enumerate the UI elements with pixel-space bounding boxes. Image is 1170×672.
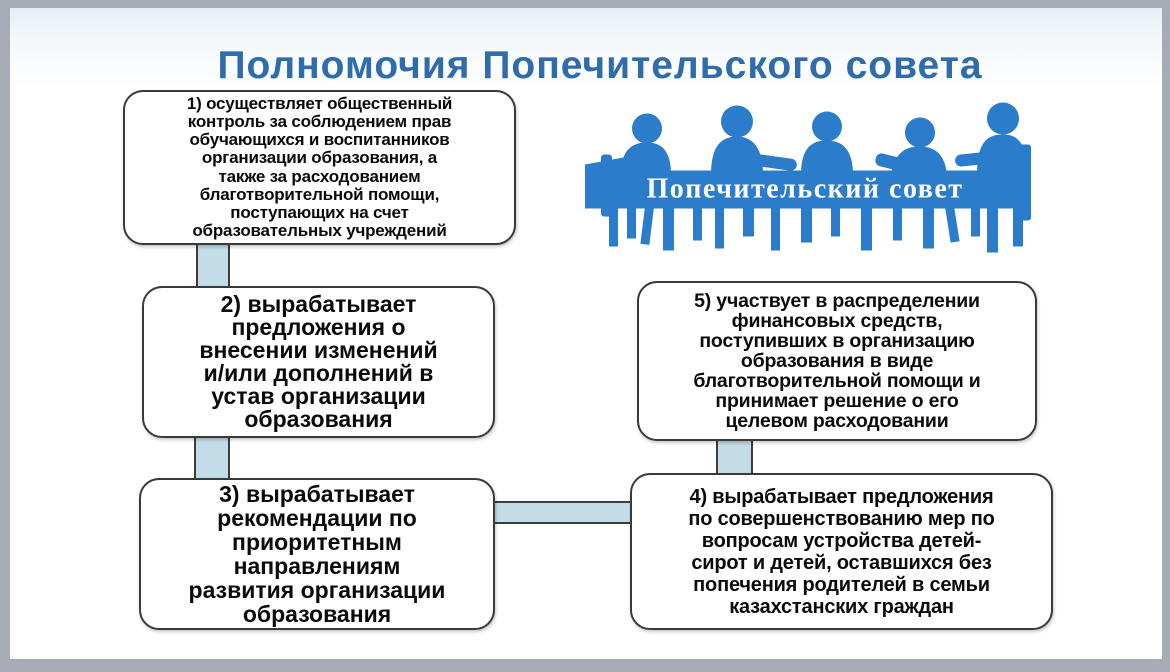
trustees-clipart-svg: Попечительский совет: [585, 102, 1031, 253]
clipart-caption: Попечительский совет: [646, 174, 963, 205]
page-title: Полномочия Попечительского совета: [217, 44, 983, 87]
trustees-council-clipart: Попечительский совет: [575, 92, 1035, 257]
people-silhouettes-icon: [585, 102, 1031, 253]
connector-box1-to-box2: [196, 243, 230, 288]
connector-box3-to-box4: [492, 501, 633, 524]
connector-box2-to-box3: [194, 436, 230, 480]
connector-box5-to-box4: [716, 439, 753, 475]
